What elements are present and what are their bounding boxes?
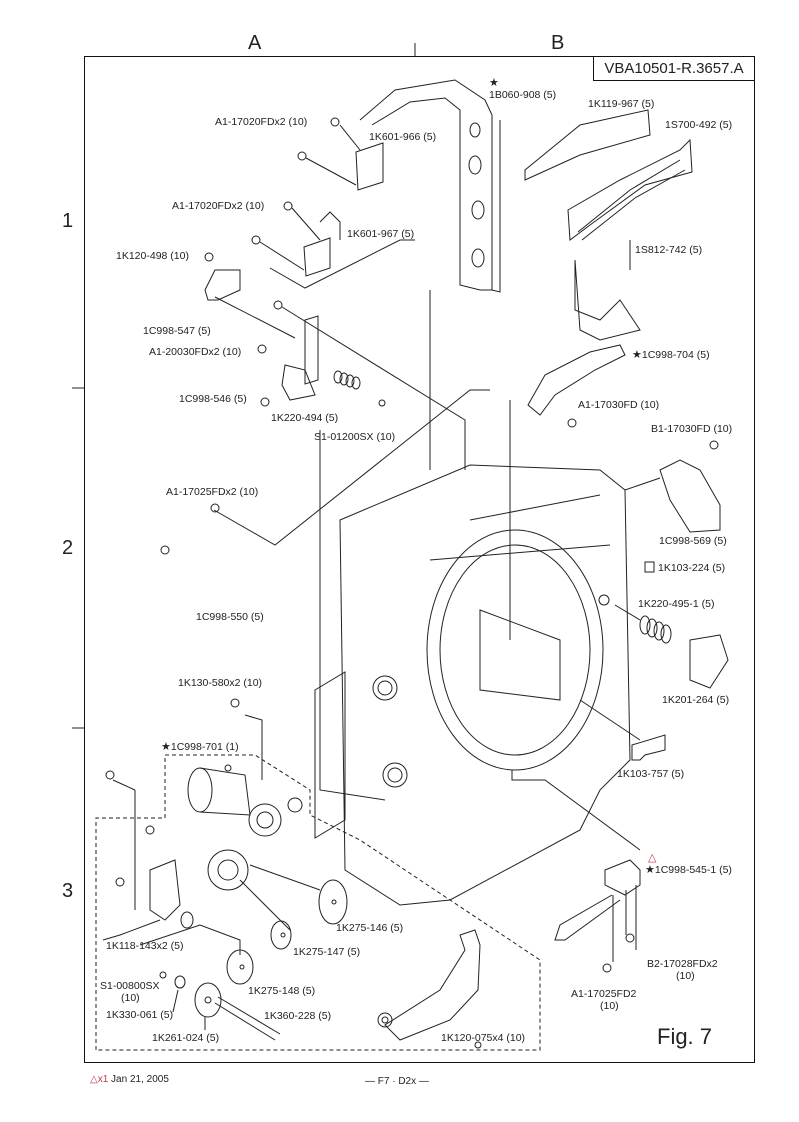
part-label: 1K261-024 (5) <box>152 1032 220 1044</box>
part-label: A1-17030FD (10) <box>578 399 660 411</box>
part-label: 1K201-264 (5) <box>662 694 730 706</box>
motor-plate <box>149 859 181 921</box>
drawing-frame <box>84 56 755 1063</box>
part-label: 1S812-742 (5) <box>635 244 703 256</box>
lever-1c998-545-1 <box>604 859 641 896</box>
part-label: A1-17020FDx2 (10) <box>172 200 265 212</box>
spring-1k220-495-icon <box>639 615 672 644</box>
part-label: 1K275-147 (5) <box>293 946 361 958</box>
part-label: ★ <box>489 76 499 89</box>
document-code: VBA10501-R.3657.A <box>593 57 754 81</box>
star-icon: ★ <box>489 77 499 89</box>
revision-triangle-icon: △ <box>648 852 657 864</box>
flex-1s700-492 <box>567 138 693 241</box>
part-label: 1S700-492 (5) <box>665 119 733 131</box>
part-label: 1K601-967 (5) <box>347 228 415 240</box>
part-label: ★1C998-545-1 (5) <box>645 864 732 876</box>
part-label: 1C998-569 (5) <box>659 535 727 547</box>
main-mirror-box <box>314 464 631 906</box>
part-label: A1-17025FD2 <box>571 988 637 1000</box>
part-label: 1K103-757 (5) <box>617 768 685 780</box>
part-label: A1-20030FDx2 (10) <box>149 346 242 358</box>
figure-label: Fig. 7 <box>657 1024 713 1049</box>
page-number: — F7 · D2x — <box>365 1076 429 1087</box>
part-label: 1C998-550 (5) <box>196 611 264 623</box>
part-label: 1K120-075x4 (10) <box>441 1032 526 1044</box>
switch-1c998-569 <box>659 459 721 533</box>
part-label: S1-01200SX (10) <box>314 431 396 443</box>
part-label: 1B060-908 (5) <box>489 89 557 101</box>
revision-mark: △x1 <box>90 1074 109 1085</box>
part-label: 1K220-495-1 (5) <box>638 598 715 610</box>
part-label: 1K118-143x2 (5) <box>106 940 184 952</box>
bracket-1k120-075 <box>384 929 481 1041</box>
button-1k201-264 <box>689 634 729 689</box>
flex-1k119-967 <box>524 109 651 181</box>
part-label: 1C998-547 (5) <box>143 325 211 337</box>
part-label: 1C998-546 (5) <box>179 393 247 405</box>
part-label: A1-17020FDx2 (10) <box>215 116 308 128</box>
part-label: (10) <box>121 992 140 1004</box>
part-label: 1K275-146 (5) <box>336 922 404 934</box>
part-label: (10) <box>600 1000 619 1012</box>
part-label: 1K330-061 (5) <box>106 1009 174 1021</box>
part-label: 1K275-148 (5) <box>248 985 316 997</box>
part-label: B1-17030FD (10) <box>651 423 733 435</box>
pad-1k103-224 <box>644 561 655 573</box>
screw-icons <box>105 117 719 1049</box>
star-icon: ★ <box>645 864 655 876</box>
part-label: 1K360-228 (5) <box>264 1010 332 1022</box>
column-label-b: B <box>551 32 565 54</box>
part-label: 1K119-967 (5) <box>588 98 655 110</box>
top-bracket-part <box>359 79 501 293</box>
plate-1k601-966 <box>355 142 384 191</box>
hinge-bracket <box>204 269 241 301</box>
row-label-1: 1 <box>62 210 74 232</box>
motor-icon <box>187 767 303 891</box>
part-label: 1K130-580x2 (10) <box>178 677 263 689</box>
motor-unit-boundary <box>95 754 541 1051</box>
part-label: 1K120-498 (10) <box>116 250 189 262</box>
pad-1k103-757 <box>631 734 666 761</box>
plate-1k601-967 <box>303 237 331 277</box>
part-label: 1K601-966 (5) <box>369 131 437 143</box>
shaft-1k360-228 <box>214 1002 276 1041</box>
column-label-a: A <box>248 32 262 54</box>
star-icon: ★ <box>161 741 171 753</box>
star-icon: ★ <box>632 349 642 361</box>
row-label-2: 2 <box>62 537 74 559</box>
part-label: 1K103-224 (5) <box>658 562 726 574</box>
row-label-3: 3 <box>62 880 74 902</box>
part-label: ★1C998-701 (1) <box>161 741 239 753</box>
spring-icon <box>333 370 361 390</box>
part-label: 1K220-494 (5) <box>271 412 339 424</box>
arc-part-1c998-704 <box>527 344 626 416</box>
part-label: A1-17025FDx2 (10) <box>166 486 259 498</box>
part-label: ★1C998-704 (5) <box>632 349 710 361</box>
part-label: B2-17028FDx2 <box>647 958 718 970</box>
part-label: (10) <box>676 970 695 982</box>
revision-date: Jan 21, 2005 <box>111 1074 169 1085</box>
revision-note: △x1 Jan 21, 2005 <box>90 1074 169 1085</box>
part-label: S1-00800SX <box>100 980 160 992</box>
cover-part <box>574 259 641 341</box>
